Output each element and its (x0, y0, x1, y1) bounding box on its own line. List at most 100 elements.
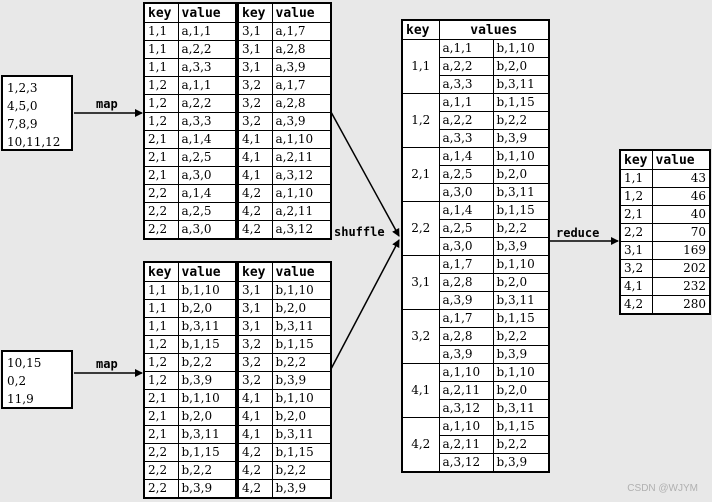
b-value-cell: b,1,10 (492, 39, 550, 58)
value-cell: a,1,10 (271, 130, 332, 149)
input-line: 7,8,9 (7, 117, 38, 131)
group-key-cell: 1,2 (401, 93, 440, 148)
a-value-cell: a,3,9 (438, 291, 494, 310)
value-cell: b,3,9 (177, 479, 237, 499)
key-header: key (143, 2, 179, 23)
key-cell: 1,1 (143, 40, 179, 59)
input-line: 0,2 (7, 374, 27, 388)
a-value-cell: a,2,5 (438, 219, 494, 238)
group-key-cell: 4,1 (401, 363, 440, 418)
b-value-cell: b,3,11 (492, 75, 550, 94)
watermark: CSDN @WJYM (627, 483, 698, 494)
b-value-cell: b,3,9 (492, 237, 550, 256)
value-header: value (651, 149, 711, 170)
value-cell: b,2,2 (177, 353, 237, 372)
value-cell: b,3,11 (271, 425, 332, 444)
a-value-cell: a,2,5 (438, 165, 494, 184)
a-value-cell: a,2,8 (438, 273, 494, 292)
key-cell: 4,2 (237, 202, 273, 221)
key-cell: 4,1 (237, 425, 273, 444)
b-value-cell: b,1,15 (492, 309, 550, 328)
value-cell: b,3,11 (177, 317, 237, 336)
input-line: 4,5,0 (7, 99, 38, 113)
b-value-cell: b,1,15 (492, 417, 550, 436)
key-cell: 4,1 (237, 389, 273, 408)
key-cell: 1,1 (143, 281, 179, 300)
key-header: key (237, 2, 273, 23)
a-value-cell: a,1,1 (438, 93, 494, 112)
b-value-cell: b,3,11 (492, 183, 550, 202)
value-cell: a,3,0 (177, 220, 237, 240)
sum-cell: 202 (651, 259, 711, 278)
key-cell: 4,2 (237, 479, 273, 499)
key-cell: 3,2 (237, 76, 273, 95)
b-value-cell: b,1,10 (492, 363, 550, 382)
a-value-cell: a,2,11 (438, 435, 494, 454)
key-cell: 4,1 (237, 407, 273, 426)
value-cell: b,3,9 (271, 479, 332, 499)
key-cell: 2,2 (143, 461, 179, 480)
value-cell: a,2,11 (271, 202, 332, 221)
b-value-cell: b,2,2 (492, 327, 550, 346)
value-cell: b,2,2 (177, 461, 237, 480)
key-cell: 1,2 (143, 112, 179, 131)
b-value-cell: b,2,0 (492, 381, 550, 400)
sum-cell: 43 (651, 169, 711, 188)
map-label-b: map (96, 357, 118, 371)
value-cell: a,2,2 (177, 40, 237, 59)
input-matrix-a: 1,2,3 4,5,0 7,8,9 10,11,12 (1, 75, 73, 151)
value-cell: b,1,10 (271, 281, 332, 300)
value-cell: b,2,2 (271, 461, 332, 480)
reduce-label: reduce (556, 226, 600, 240)
key-cell: 4,2 (237, 220, 273, 240)
input-matrix-b: 10,15 0,2 11,9 (1, 350, 73, 409)
map-label-a: map (96, 97, 118, 111)
sum-cell: 280 (651, 295, 711, 315)
b-value-cell: b,3,11 (492, 399, 550, 418)
value-cell: b,1,10 (177, 389, 237, 408)
b-value-cell: b,1,15 (492, 201, 550, 220)
b-value-cell: b,2,2 (492, 435, 550, 454)
shuffle-label: shuffle (334, 225, 385, 239)
input-line: 10,15 (7, 356, 42, 370)
value-cell: a,3,12 (271, 166, 332, 185)
sum-cell: 232 (651, 277, 711, 296)
b-value-cell: b,3,11 (492, 291, 550, 310)
a-value-cell: a,1,1 (438, 39, 494, 58)
value-cell: a,2,11 (271, 148, 332, 167)
